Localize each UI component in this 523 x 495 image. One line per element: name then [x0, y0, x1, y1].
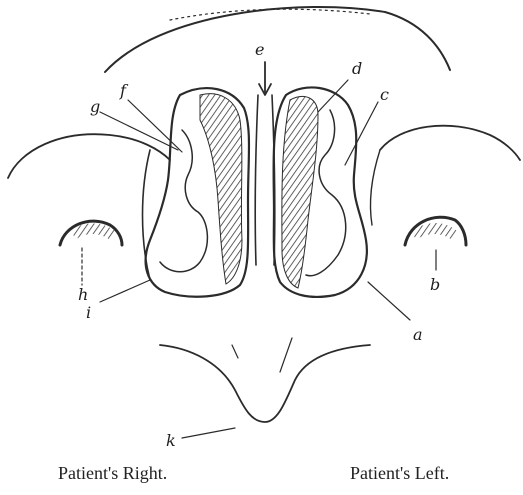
label-c: c — [380, 85, 389, 104]
caption-patients-right: Patient's Right. — [58, 463, 167, 484]
label-d: d — [352, 59, 362, 78]
label-h: h — [78, 285, 88, 304]
septum-left-edge — [255, 95, 258, 265]
palate-contour — [160, 345, 370, 422]
caption-patients-left: Patient's Left. — [350, 463, 449, 484]
right-turbinate — [160, 130, 207, 272]
palate-mark-2 — [280, 338, 292, 372]
label-g: g — [90, 97, 100, 116]
leader-g — [100, 112, 178, 150]
label-b: b — [430, 275, 440, 294]
palate-mark-1 — [232, 345, 238, 358]
label-i: i — [86, 303, 91, 322]
label-e: e — [255, 40, 264, 59]
left-outer-contour-2 — [370, 150, 380, 225]
cranial-arc — [105, 7, 450, 72]
left-outer-contour — [380, 126, 520, 160]
leader-a — [368, 282, 410, 320]
label-f: f — [119, 81, 129, 100]
label-a: a — [413, 325, 423, 344]
label-k: k — [166, 431, 176, 450]
leader-c — [345, 102, 378, 165]
right-chamber-hatch — [200, 94, 242, 284]
cranial-stipple — [170, 9, 370, 20]
leader-i — [100, 280, 150, 302]
leader-d — [318, 80, 348, 112]
left-chamber-hatch — [282, 96, 318, 288]
leader-k — [182, 428, 235, 438]
